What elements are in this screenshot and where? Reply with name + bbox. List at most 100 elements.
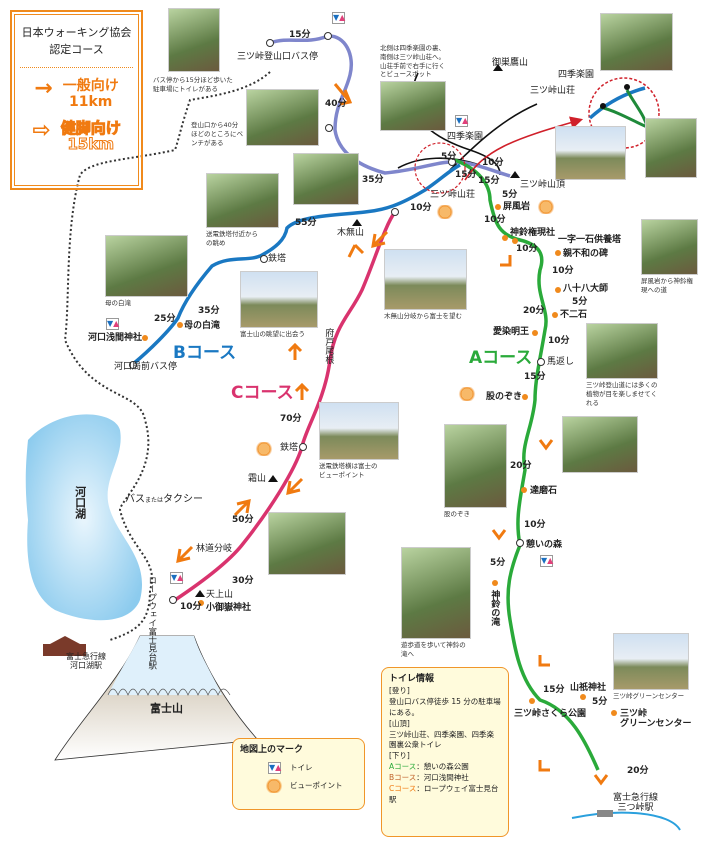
photo-forest-road — [268, 512, 346, 575]
time-label: 50分 — [232, 515, 254, 525]
place-kawaguchi-asama-shrine: 河口浅間神社 — [88, 333, 143, 343]
time-label: 40分 — [325, 99, 347, 109]
caption-white-falls: 母の白滝 — [105, 299, 131, 307]
time-label: 10分 — [516, 244, 538, 254]
c-course-label: Cコース — [231, 383, 294, 403]
place-mitsutoge-station: 富士急行線 三つ峠駅 — [613, 793, 659, 814]
place-mitsutoge-summit: 三ツ峠山頂 — [520, 180, 566, 190]
bus-or-taxi-label: バスまたはタクシー — [125, 494, 203, 506]
place-mitsutoge-sansou: 三ツ峠山荘 — [430, 190, 476, 200]
legend-title: 日本ウォーキング協会認定コース — [12, 24, 141, 58]
place-pylon-b: 鉄塔 — [268, 254, 287, 264]
solid-arrow-icon: → — [34, 76, 53, 101]
up-text: 登山口バス停徒歩 15 分の駐車場にある。 — [389, 696, 501, 717]
bus-text: バス — [125, 494, 145, 505]
place-hachijuhachi-daishi: 八十八大師 — [563, 284, 609, 294]
legend-title-line2: 認定コース — [49, 43, 104, 56]
a-course-toilet: ：憩いの森公園 — [416, 762, 469, 772]
c-course-route — [174, 210, 397, 602]
place-darumaishi: 達磨石 — [530, 486, 558, 496]
place-kawaguchiko-station: 富士急行線 河口湖駅 — [66, 652, 106, 671]
time-label: 20分 — [627, 766, 649, 776]
time-label: 10分 — [410, 203, 432, 213]
toilet-icon: ▼▲ — [170, 572, 184, 584]
toilet-icon: ▼▲ — [106, 318, 120, 330]
mark-toilet-label: トイレ — [290, 763, 313, 773]
b-course-toilet: ：河口浅間神社 — [416, 773, 469, 783]
outline-arrow-icon: ⇨ — [32, 118, 51, 143]
time-label: 55分 — [295, 218, 317, 228]
place-komitake-shrine: 小御嶽神社 — [206, 603, 252, 613]
time-label: 10分 — [482, 158, 504, 168]
toilet-info-box: トイレ情報 [登り] 登山口バス停徒歩 15 分の駐車場にある。 [山頂] 三ツ… — [381, 667, 509, 837]
expert-label: 健脚向け — [60, 119, 121, 137]
caption-fuji-view: 富士山の眺望に出会う — [240, 330, 305, 338]
caption-trail-plants: 三ツ峠登山道には多くの 植物が目を楽しませてく れる — [586, 381, 658, 407]
time-label: 5分 — [441, 152, 457, 162]
time-label: 5分 — [572, 297, 588, 307]
inset-mitsutoge-sansou: 三ツ峠山荘 — [530, 86, 576, 96]
summit-detail-circle — [414, 142, 466, 194]
time-label: 35分 — [362, 175, 384, 185]
caption-matanozoki: 股のぞき — [444, 510, 470, 518]
photo-bus-stop — [168, 8, 220, 72]
binoculars-icon — [455, 387, 479, 401]
time-label: 10分 — [180, 602, 202, 612]
inset-shikirakuen: 四季楽園 — [558, 70, 595, 80]
taxi-text: タクシー — [163, 494, 204, 505]
place-ropeway-fujimidai-station: ロープウェイ富士見台駅 — [146, 576, 157, 670]
lake-kawaguchiko — [25, 414, 143, 621]
caption-bench: 登山口から40分 ほどのところにベ ンチがある — [191, 121, 243, 147]
down-c: Cコース：ロープウェイ富士見台駅 — [389, 784, 501, 806]
place-kinashiyama: 木無山 — [337, 228, 365, 238]
binoculars-icon — [534, 200, 558, 214]
place-fudo-ridge: 府戸尾根 — [323, 328, 334, 364]
time-label: 10分 — [484, 215, 506, 225]
mark-viewpoint-row: ビューポイント — [240, 778, 357, 796]
toilet-info-title: トイレ情報 — [389, 674, 435, 684]
time-label: 15分 — [543, 685, 565, 695]
photo-toilet-hut — [555, 126, 626, 180]
caption-waterfall: 遊歩道を歩いて神鈴の 滝へ — [401, 641, 466, 658]
map-marks-legend: 地図上のマーク ▼▲トイレ ビューポイント — [232, 738, 365, 810]
time-label: 10分 — [552, 266, 574, 276]
binoculars-icon — [433, 205, 457, 219]
time-label: 30分 — [232, 576, 254, 586]
caption-pylon-view: 送電鉄塔付近から の眺め — [206, 230, 258, 247]
place-green-center: 三ツ峠 グリーンセンター — [620, 709, 692, 730]
down-a: Aコース：憩いの森公園 — [389, 762, 501, 773]
place-ichiji-isseki-kuyoto: 一字一石供養塔 — [558, 235, 622, 245]
place-sakura-park: 三ツ峠さくら公園 — [514, 709, 587, 719]
toilet-icon: ▼▲ — [455, 115, 469, 127]
photo-pylon-view — [206, 173, 279, 228]
down-b: Bコース：河口浅間神社 — [389, 773, 501, 784]
caption-byobuiwa-path: 屏風岩から神鈴権 現への道 — [641, 277, 693, 294]
place-lake-kawaguchiko: 河口湖 — [73, 486, 87, 519]
place-ikoi-no-mori: 憩いの森 — [526, 540, 563, 550]
photo-trail-sign — [586, 323, 658, 379]
up-heading: [登り] — [389, 686, 410, 696]
photo-hiker-sign — [562, 416, 638, 473]
place-aizen-myoo: 愛染明王 — [493, 327, 530, 337]
photo-white-falls — [105, 235, 188, 297]
binoculars-icon — [262, 779, 286, 794]
train-line — [571, 811, 681, 831]
bus-dotted-route — [63, 71, 271, 641]
photo-signpost — [293, 153, 359, 205]
time-label: 5分 — [490, 558, 506, 568]
toilet-icon: ▼▲ — [268, 762, 282, 775]
down-heading: [下り] — [389, 751, 410, 761]
time-label: 20分 — [523, 306, 545, 316]
general-label: 一般向け — [62, 78, 119, 94]
place-jinrei-falls: 神鈴の滝 — [489, 590, 500, 626]
caption-green-center: 三ツ峠グリーンセンター — [613, 692, 685, 700]
place-yamazumi-shrine: 山祇神社 — [570, 683, 607, 693]
caption-trailhead-toilet: バス停から15分ほど歩いた 駐車場にトイレがある — [153, 76, 233, 93]
place-fujiishi: 不二石 — [560, 310, 588, 320]
place-mitsutoge-trailhead-bus-stop: 三ツ峠登山口バス停 — [237, 52, 319, 62]
photo-north-side — [380, 81, 446, 131]
